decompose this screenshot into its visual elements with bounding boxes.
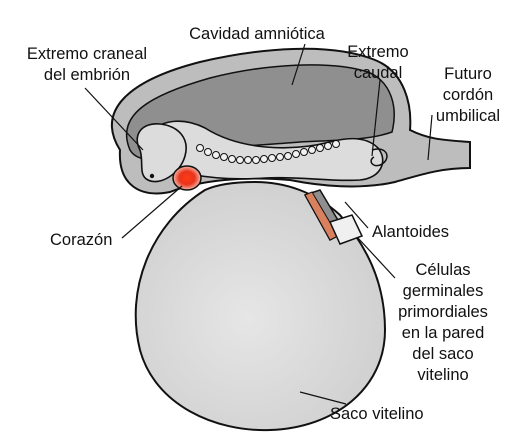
label-germ-cells: Células germinales primordiales en la pa… (398, 261, 488, 384)
caudal-curl (370, 148, 388, 167)
embryo-head (136, 123, 187, 183)
heart-icon (172, 165, 202, 191)
label-cranial-end: Extremo craneal del embrión (26, 45, 148, 84)
label-amniotic-cavity: Cavidad amniótica (189, 25, 325, 43)
eye-spot (149, 173, 155, 179)
yolk-sac (134, 180, 387, 432)
somites (196, 140, 340, 164)
germ-cell-box (328, 214, 364, 245)
label-yolk-sac: Saco vitelino (330, 405, 424, 423)
label-caudal-end: Extremo caudal (347, 43, 409, 82)
label-heart: Corazón (50, 231, 113, 249)
label-umbilical-cord: Futuro cordón umbilical (435, 65, 501, 125)
label-allantois: Alantoides (372, 223, 450, 241)
leader-lines (84, 43, 433, 405)
